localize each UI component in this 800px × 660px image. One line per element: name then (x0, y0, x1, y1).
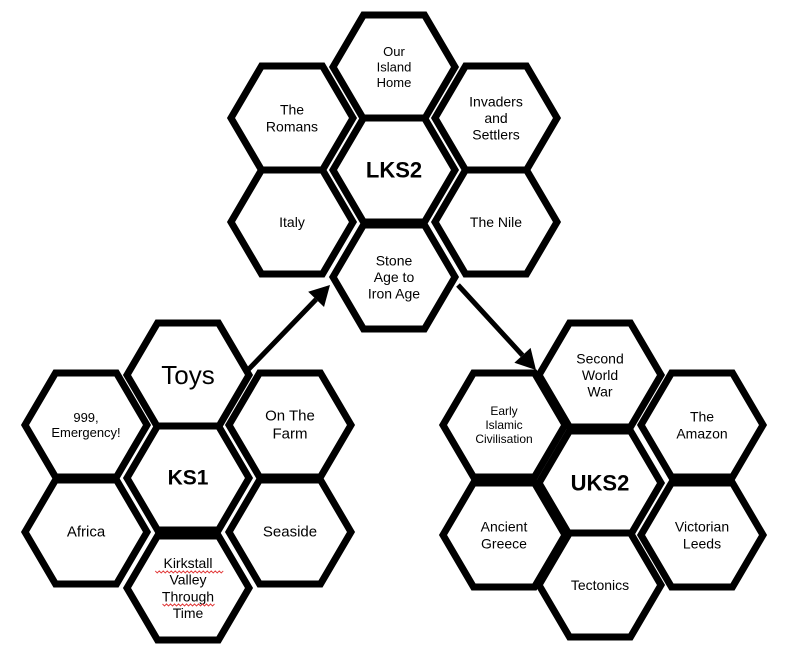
hex-label-line: KS1 (168, 467, 209, 490)
hex-label-line: Kirkstall (163, 555, 212, 571)
arrow-lks2-to-uks2 (456, 283, 536, 370)
hex-label-line: Our (383, 44, 405, 59)
hex-label-line: World (582, 367, 618, 383)
hex-shape (328, 221, 460, 333)
hex-label-line: Emergency! (51, 425, 120, 440)
hex-seaside: Seaside (224, 476, 356, 588)
hex-shape (534, 319, 666, 431)
hex-label-line: UKS2 (571, 471, 630, 496)
hex-label-line: Early (490, 404, 517, 418)
hex-label-line: Valley (169, 572, 206, 588)
hex-the-nile: The Nile (430, 166, 562, 278)
hex-label-line: LKS2 (366, 158, 422, 183)
hex-shape (122, 532, 254, 644)
hex-shape (534, 529, 666, 641)
hex-label-line: and (484, 110, 507, 126)
spellcheck-squiggle (154, 570, 224, 574)
hex-label-line: War (587, 384, 612, 400)
hex-toys: Toys (122, 319, 254, 431)
hex-shape (224, 476, 356, 588)
hex-label-line: Seaside (263, 524, 317, 541)
hex-label-line: Civilisation (475, 432, 532, 446)
hex-label-line: Second (576, 350, 623, 366)
hex-shape (226, 166, 358, 278)
hex-label-line: Iron Age (368, 286, 420, 302)
hex-shape (636, 369, 768, 481)
arrow-ks1-to-lks2 (244, 285, 330, 374)
hex-label-line: Romans (266, 118, 318, 134)
arrow-head (308, 285, 330, 308)
hex-999-emergency: 999,Emergency! (20, 369, 152, 481)
cluster-lks2: OurIslandHomeTheRomansInvadersandSettler… (226, 11, 562, 333)
hex-label-line: 999, (73, 410, 98, 425)
hex-label-line: Home (377, 75, 412, 90)
hex-label-line: Island (377, 60, 412, 75)
hex-label-line: Leeds (683, 535, 721, 551)
hex-label-line: Islamic (485, 418, 522, 432)
hex-label-line: Ancient (481, 519, 528, 535)
hex-label-line: Stone (376, 252, 413, 268)
hex-label-line: Africa (67, 524, 106, 541)
arrow-head (514, 347, 536, 370)
hex-label-line: Greece (481, 535, 527, 551)
hex-italy: Italy (226, 166, 358, 278)
hex-label-line: Settlers (472, 127, 519, 143)
hex-label-line: Through (162, 588, 214, 604)
hex-lks2-center: LKS2 (328, 114, 460, 226)
arrow-shaft (244, 297, 318, 374)
hex-label-line: Toys (161, 360, 214, 390)
hex-tectonics: Tectonics (534, 529, 666, 641)
hex-africa: Africa (20, 476, 152, 588)
hex-label-line: Age to (374, 269, 415, 285)
hex-label-line: Victorian (675, 519, 729, 535)
hex-shape (20, 476, 152, 588)
hex-ks1-center: KS1 (122, 422, 254, 534)
hex-label-line: Invaders (469, 93, 523, 109)
hex-shape (430, 166, 562, 278)
cluster-uks2: SecondWorldWarEarlyIslamicCivilisationTh… (438, 319, 768, 641)
hex-label-line: The (690, 409, 714, 425)
hex-label-line: The (280, 102, 304, 118)
hex-label-line: Amazon (676, 425, 727, 441)
hex-label-line: Italy (279, 214, 305, 230)
spellcheck-squiggle (162, 603, 215, 607)
hex-label-line: The Nile (470, 214, 522, 230)
hex-label-line: Farm (273, 425, 308, 442)
hex-shape (438, 369, 570, 481)
hex-label-line: On The (265, 408, 315, 425)
hex-shape (636, 479, 768, 591)
hex-label-line: Tectonics (571, 577, 629, 593)
arrow-shaft (456, 283, 525, 357)
hex-shape (122, 422, 254, 534)
hex-label-line: Time (173, 605, 204, 621)
